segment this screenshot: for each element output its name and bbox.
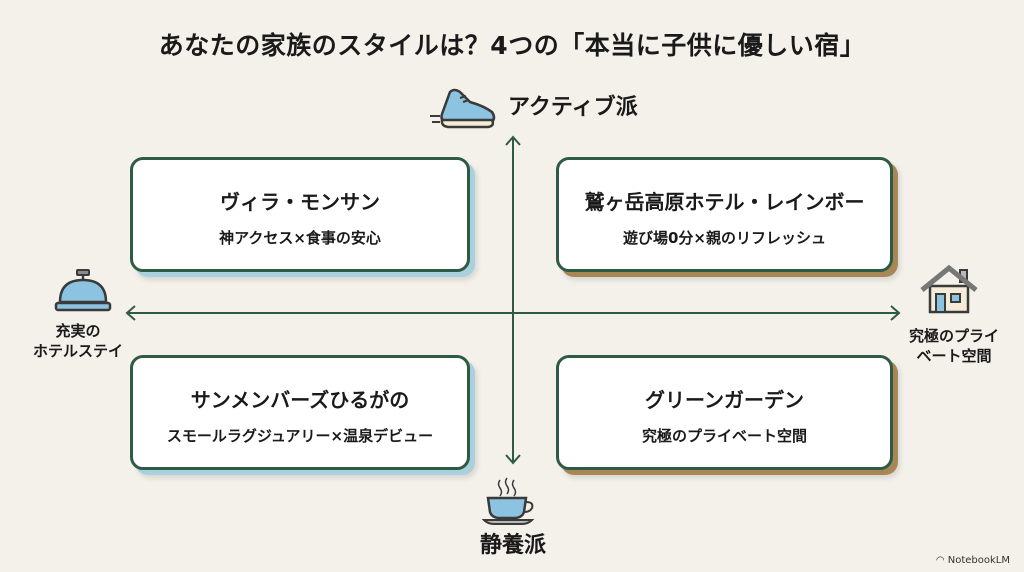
axis-label-right-line2: ベート空間 [916,346,992,365]
card-title: 鷲ヶ岳高原ホテル・レインボー [584,190,865,214]
arrow-up [505,135,521,146]
notebooklm-watermark: ◠ NotebookLM [936,555,1010,566]
arrow-right [890,305,901,321]
quadrant-card-top-right: 鷲ヶ岳高原ホテル・レインボー 遊び場0分×親のリフレッシュ [556,157,893,272]
house-icon [920,264,978,314]
axis-label-left: 充実の ホテルステイ [22,322,134,361]
axis-label-right-line1: 究極のプライ [908,327,999,345]
quadrant-card-bottom-right: グリーンガーデン 究極のプライベート空間 [556,355,893,470]
notebooklm-logo-icon: ◠ [935,555,948,566]
coffee-cup-icon [482,477,535,525]
service-bell-icon [54,269,112,312]
card-title: ヴィラ・モンサン [220,190,380,214]
axis-label-top: アクティブ派 [508,95,638,120]
card-subtitle: スモールラグジュアリー×温泉デビュー [166,427,434,445]
page-title: あなたの家族のスタイルは？4つの「本当に子供に優しい宿」 [158,31,866,60]
card-subtitle: 神アクセス×食事の安心 [219,229,381,247]
brand-label: NotebookLM [947,555,1010,566]
quadrant-card-top-left: ヴィラ・モンサン 神アクセス×食事の安心 [130,157,470,272]
card-title: サンメンバーズひるがの [190,388,410,412]
axis-label-left-line1: 充実の [55,322,101,340]
axis-label-bottom: 静養派 [479,533,546,558]
axis-label-left-line2: ホテルステイ [32,341,123,360]
arrow-down [505,454,521,465]
card-subtitle: 究極のプライベート空間 [641,427,807,445]
arrow-left [125,305,136,321]
card-subtitle: 遊び場0分×親のリフレッシュ [622,229,826,247]
card-title: グリーンガーデン [645,388,804,412]
axis-label-right: 究極のプライ ベート空間 [892,327,1016,366]
sneaker-icon [430,88,496,129]
quadrant-card-bottom-left: サンメンバーズひるがの スモールラグジュアリー×温泉デビュー [130,355,470,470]
